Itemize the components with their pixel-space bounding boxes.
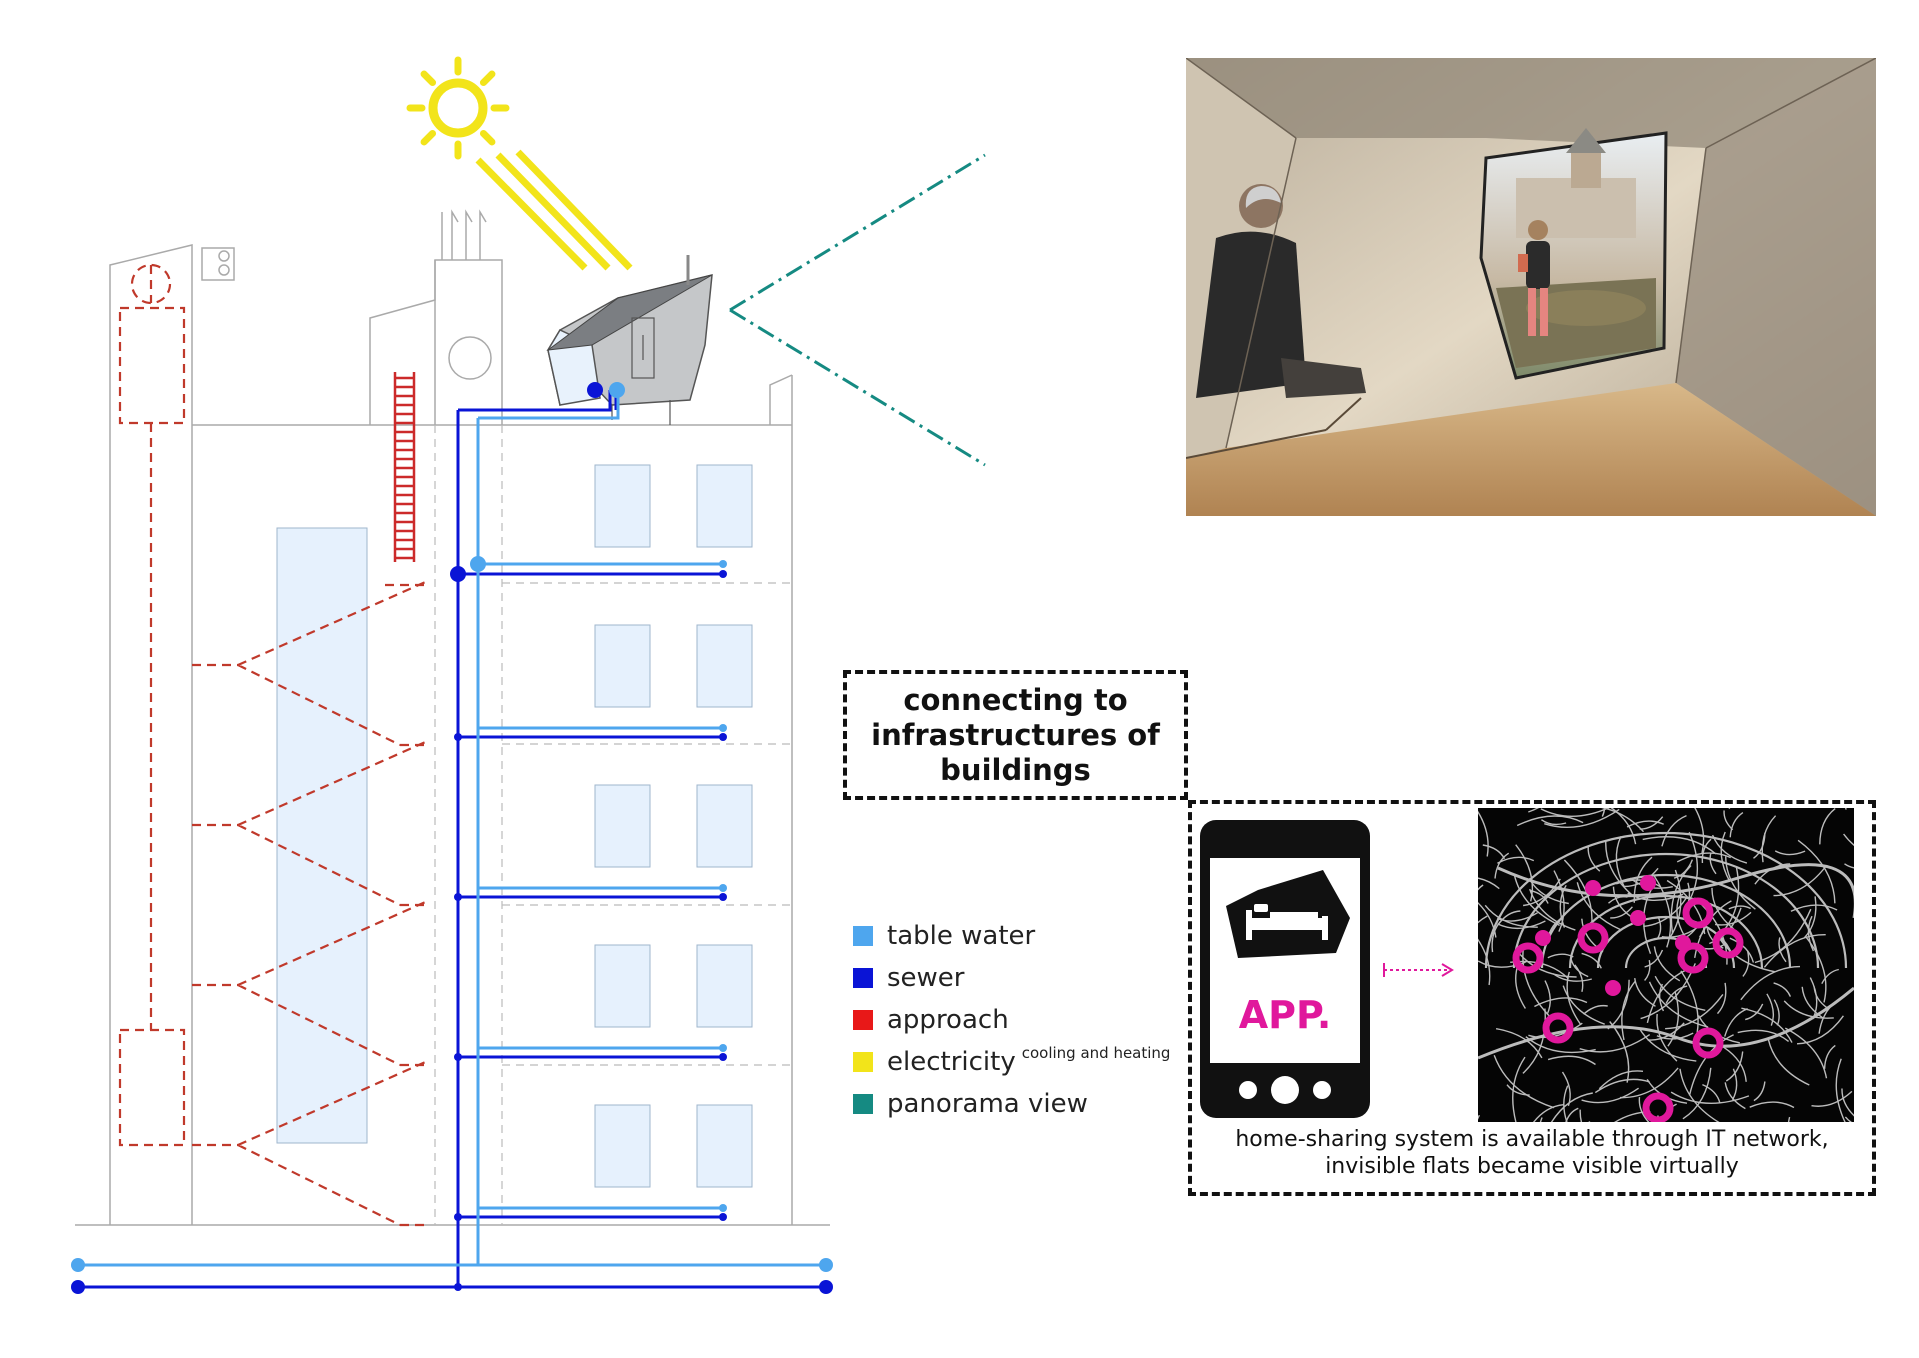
flat-dot-pin — [1630, 910, 1646, 926]
approach-path — [118, 263, 431, 1227]
window-grid — [594, 464, 753, 1188]
legend-item-sewer: sewer — [853, 957, 1170, 999]
callout-line-2: infrastructures of — [871, 717, 1160, 752]
flat-ring-pin — [1682, 897, 1714, 929]
callout-line-1: connecting to — [903, 682, 1128, 717]
phone-illustration: APP. — [1200, 820, 1370, 1118]
flat-dot-pin — [1605, 980, 1621, 996]
panorama-view-lines — [729, 153, 986, 467]
flat-ring-pin — [1642, 1092, 1674, 1122]
phone-home-button — [1271, 1076, 1299, 1104]
flat-dot-pin — [1535, 930, 1551, 946]
flat-ring-pin — [1577, 922, 1609, 954]
legend-sublabel: cooling and heating — [1021, 1044, 1171, 1062]
phone-button-left — [1239, 1081, 1257, 1099]
legend-swatch — [853, 1052, 873, 1072]
home-sharing-box — [1188, 800, 1876, 1196]
caption: home-sharing system is available through… — [1192, 1126, 1872, 1180]
rooftop-pod — [546, 255, 713, 425]
window — [594, 784, 651, 868]
sun — [406, 56, 633, 271]
legend-item-table-water: table water — [853, 915, 1170, 957]
legend-label: sewer — [887, 963, 965, 993]
flat-pins — [1512, 875, 1744, 1122]
window — [696, 784, 753, 868]
flat-ring-pin — [1692, 1027, 1724, 1059]
sewer-pipes — [71, 382, 833, 1294]
legend-item-approach: approach — [853, 999, 1170, 1041]
legend-swatch — [853, 1010, 873, 1030]
legend-label: electricity — [887, 1047, 1016, 1077]
legend-item-electricity: electricity cooling and heating — [853, 1041, 1170, 1083]
legend-swatch — [853, 1094, 873, 1114]
legend-label: panorama view — [887, 1089, 1088, 1119]
caption-line-1: home-sharing system is available through… — [1235, 1127, 1829, 1152]
connecting-callout: connecting to infrastructures of buildin… — [843, 670, 1188, 800]
legend-label: approach — [887, 1005, 1009, 1035]
window — [594, 464, 651, 548]
window — [594, 1104, 651, 1188]
window — [594, 624, 651, 708]
flat-ring-pin — [1512, 942, 1544, 974]
legend-item-panorama-view: panorama view — [853, 1083, 1170, 1125]
callout-line-3: buildings — [940, 752, 1091, 787]
flat-dot-pin — [1640, 875, 1656, 891]
table-water-pipes — [71, 382, 833, 1272]
legend-swatch — [853, 926, 873, 946]
flat-ring-pin — [1712, 927, 1744, 959]
window — [696, 624, 753, 708]
stairwell-window — [276, 527, 368, 1144]
flat-dot-pin — [1675, 935, 1691, 951]
legend-swatch — [853, 968, 873, 988]
window — [594, 944, 651, 1028]
legend-label: table water — [887, 921, 1036, 951]
flat-dot-pin — [1585, 880, 1601, 896]
flat-ring-pin — [1542, 1012, 1574, 1044]
window — [696, 1104, 753, 1188]
phone-button-right — [1313, 1081, 1331, 1099]
roof-ladder — [393, 372, 416, 562]
window — [696, 944, 753, 1028]
interior-panorama-photo — [1186, 58, 1876, 516]
bed-icon — [1226, 870, 1350, 958]
floor-dividers — [434, 425, 792, 1225]
building-outline — [75, 209, 830, 1226]
flat-ring-pin — [1677, 942, 1709, 974]
callout-text: connecting to infrastructures of buildin… — [871, 683, 1160, 788]
sitting-person — [1196, 184, 1366, 398]
arrow-icon — [1383, 963, 1454, 977]
window — [696, 464, 753, 548]
caption-line-2: invisible flats became visible virtually — [1325, 1154, 1739, 1179]
legend: table water sewer approach electricity c… — [853, 915, 1170, 1125]
app-label: APP. — [1239, 993, 1332, 1037]
city-map — [1478, 808, 1854, 1122]
standing-person — [1518, 220, 1550, 336]
